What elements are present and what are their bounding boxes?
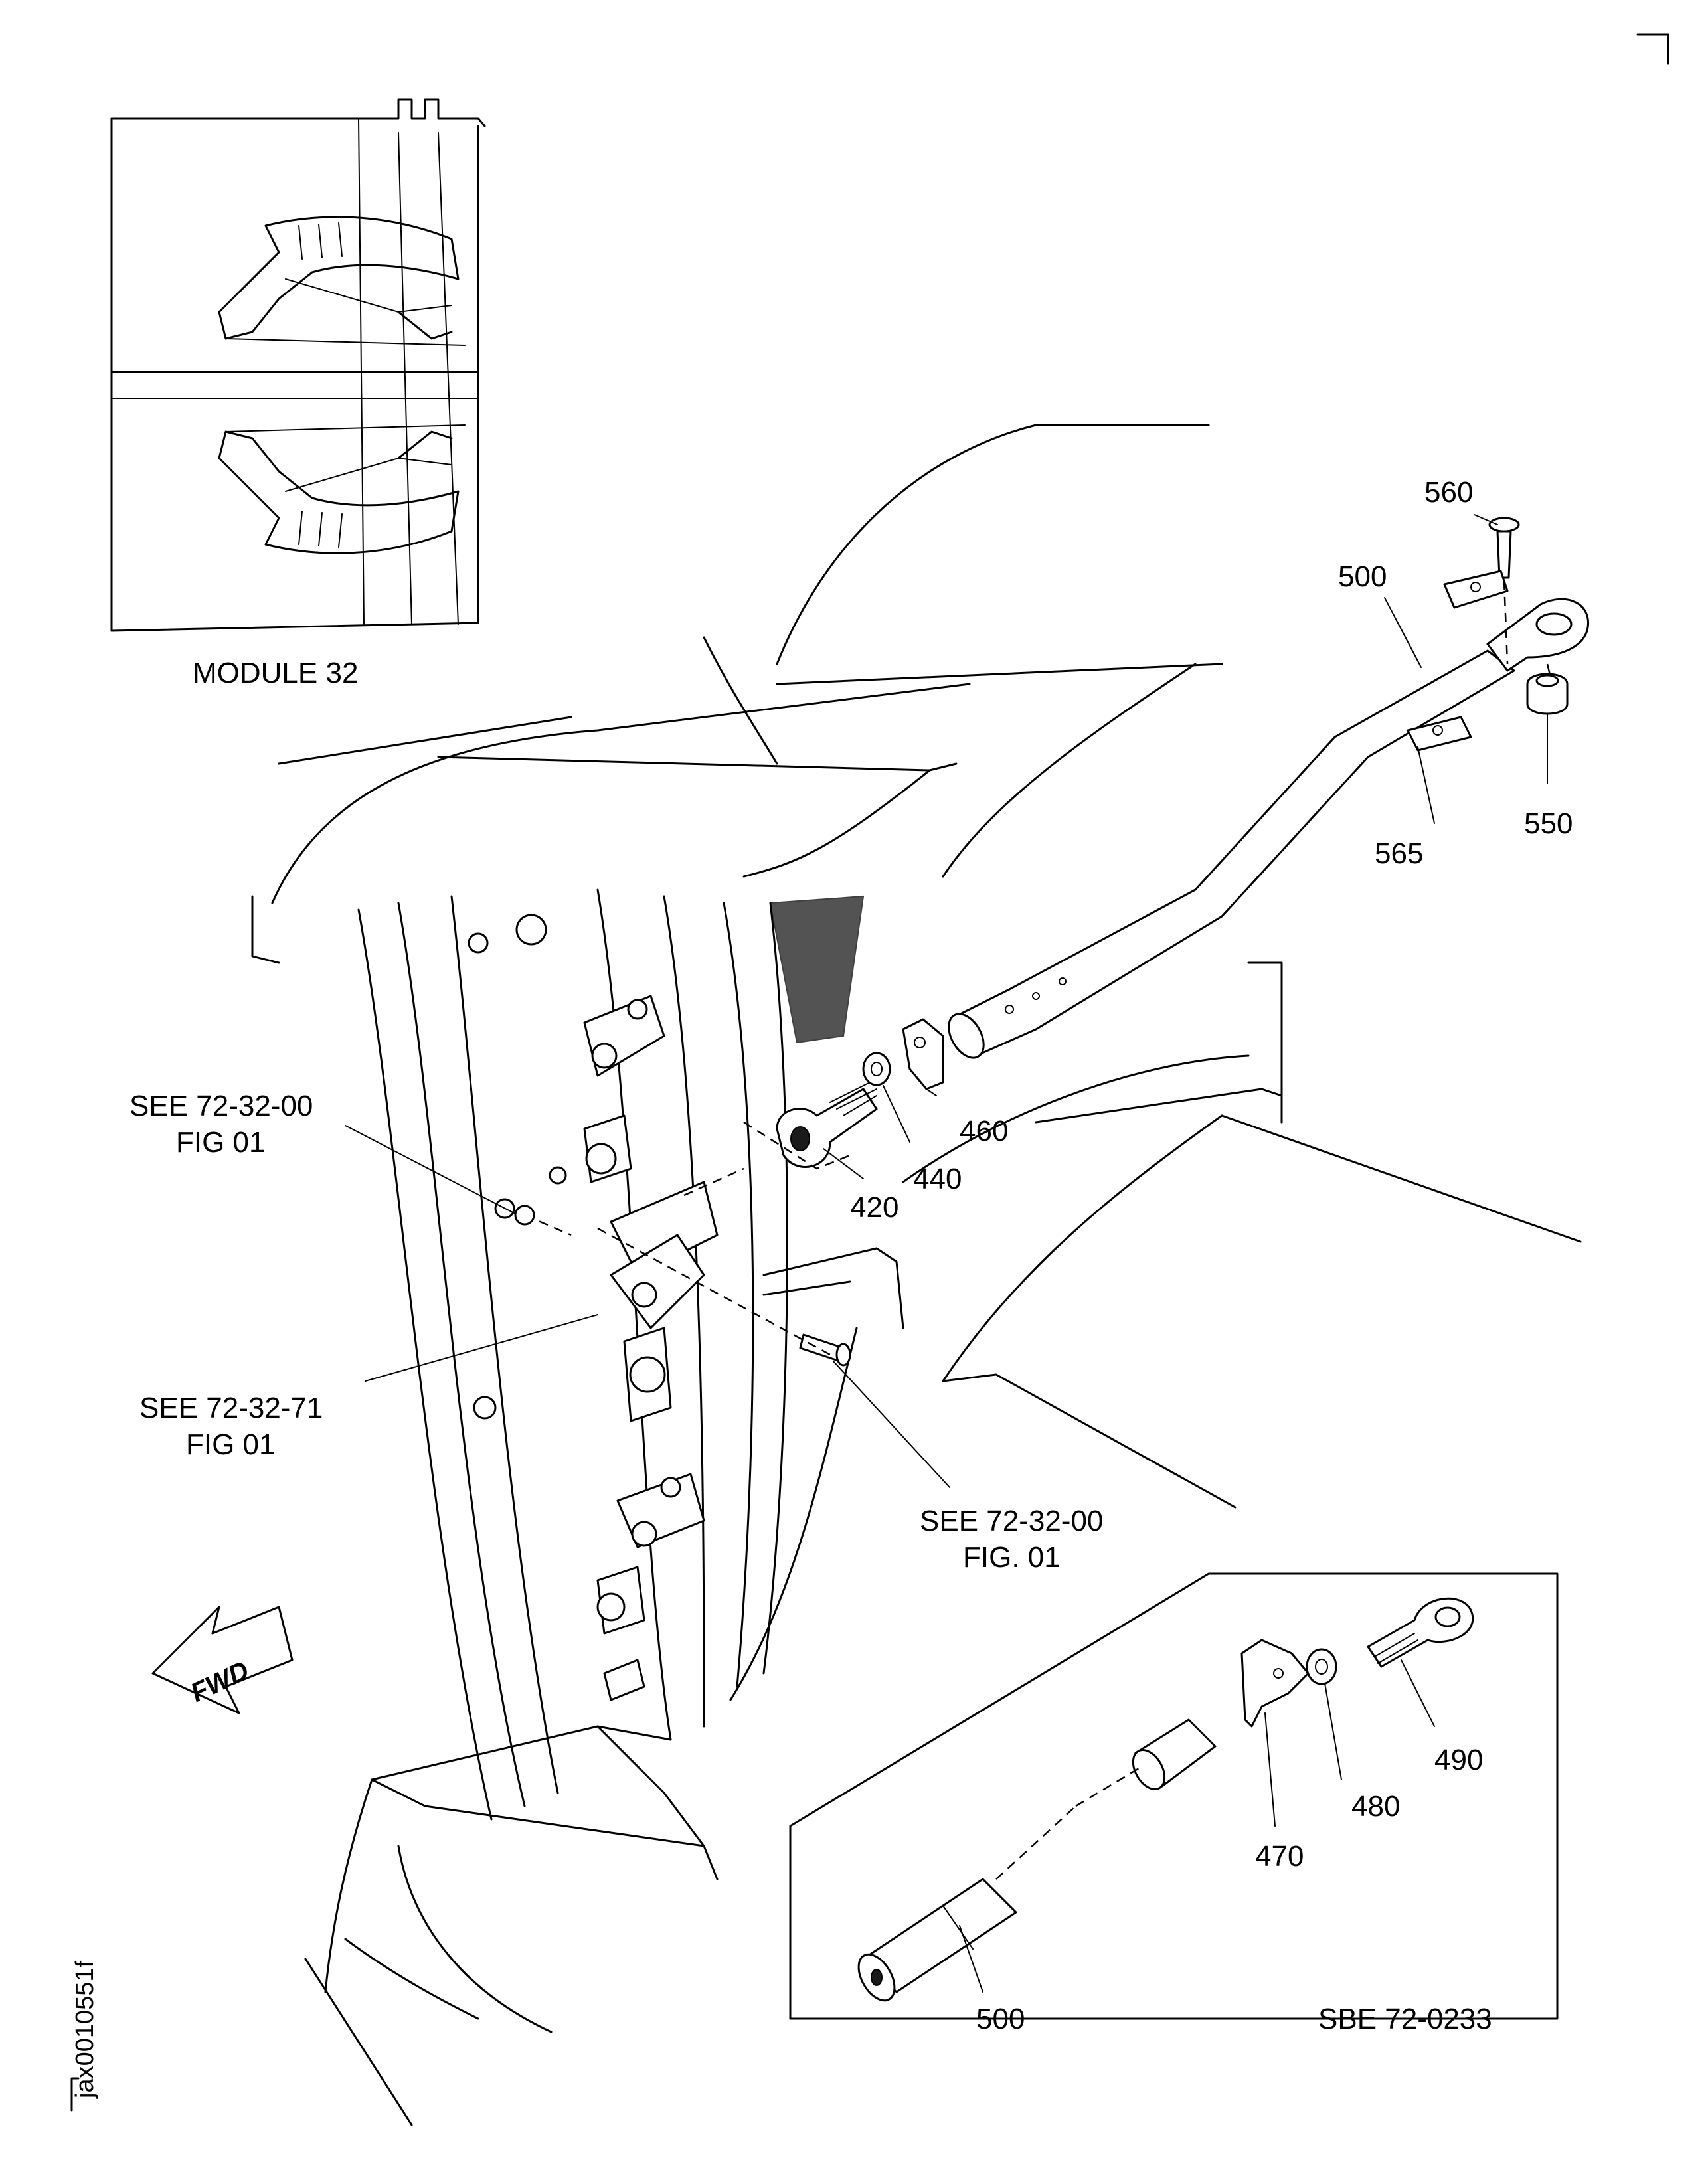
- engine-structure: [251, 424, 1582, 2126]
- corner-mark-icon: [1636, 33, 1669, 65]
- sbe-detail-box: [789, 1572, 1559, 2020]
- leader-lines: [345, 514, 1548, 1488]
- callout-420: 420: [850, 1191, 898, 1224]
- callout-480: 480: [1351, 1790, 1400, 1823]
- figure-id: jax0010551f: [70, 1960, 99, 2112]
- reference-72-32-00-b-line2: FIG. 01: [963, 1541, 1061, 1574]
- linkage-parts: [743, 1018, 944, 1367]
- callout-500-detail: 500: [976, 2003, 1025, 2035]
- callout-560: 560: [1424, 476, 1473, 509]
- callout-labels: 560 500 565 550 460 440 420 490 480 470 …: [129, 476, 1573, 2035]
- reference-72-32-00-b-line1: SEE 72-32-00: [920, 1505, 1103, 1537]
- callout-470: 470: [1255, 1840, 1304, 1873]
- figure-id-text: jax0010551f: [71, 1960, 99, 2099]
- callout-440: 440: [913, 1163, 962, 1195]
- callout-500: 500: [1338, 560, 1387, 593]
- fwd-arrow-icon: FWD: [151, 1606, 294, 1714]
- reference-72-32-71-line2: FIG 01: [186, 1428, 276, 1461]
- callout-460: 460: [960, 1115, 1008, 1147]
- sbe-label: SBE 72-0233: [1318, 2003, 1492, 2035]
- rod-assembly-500: [948, 517, 1589, 1059]
- module-32-inset: MODULE 32: [110, 98, 486, 689]
- reference-72-32-00-line1: SEE 72-32-00: [129, 1090, 313, 1122]
- module-label: MODULE 32: [193, 657, 358, 689]
- reference-72-32-00-line2: FIG 01: [176, 1126, 266, 1159]
- callout-490: 490: [1434, 1744, 1483, 1776]
- callout-565: 565: [1375, 837, 1423, 870]
- bracket-hardware: [468, 914, 719, 1701]
- reference-72-32-71-line1: SEE 72-32-71: [139, 1392, 323, 1424]
- callout-550: 550: [1524, 807, 1573, 840]
